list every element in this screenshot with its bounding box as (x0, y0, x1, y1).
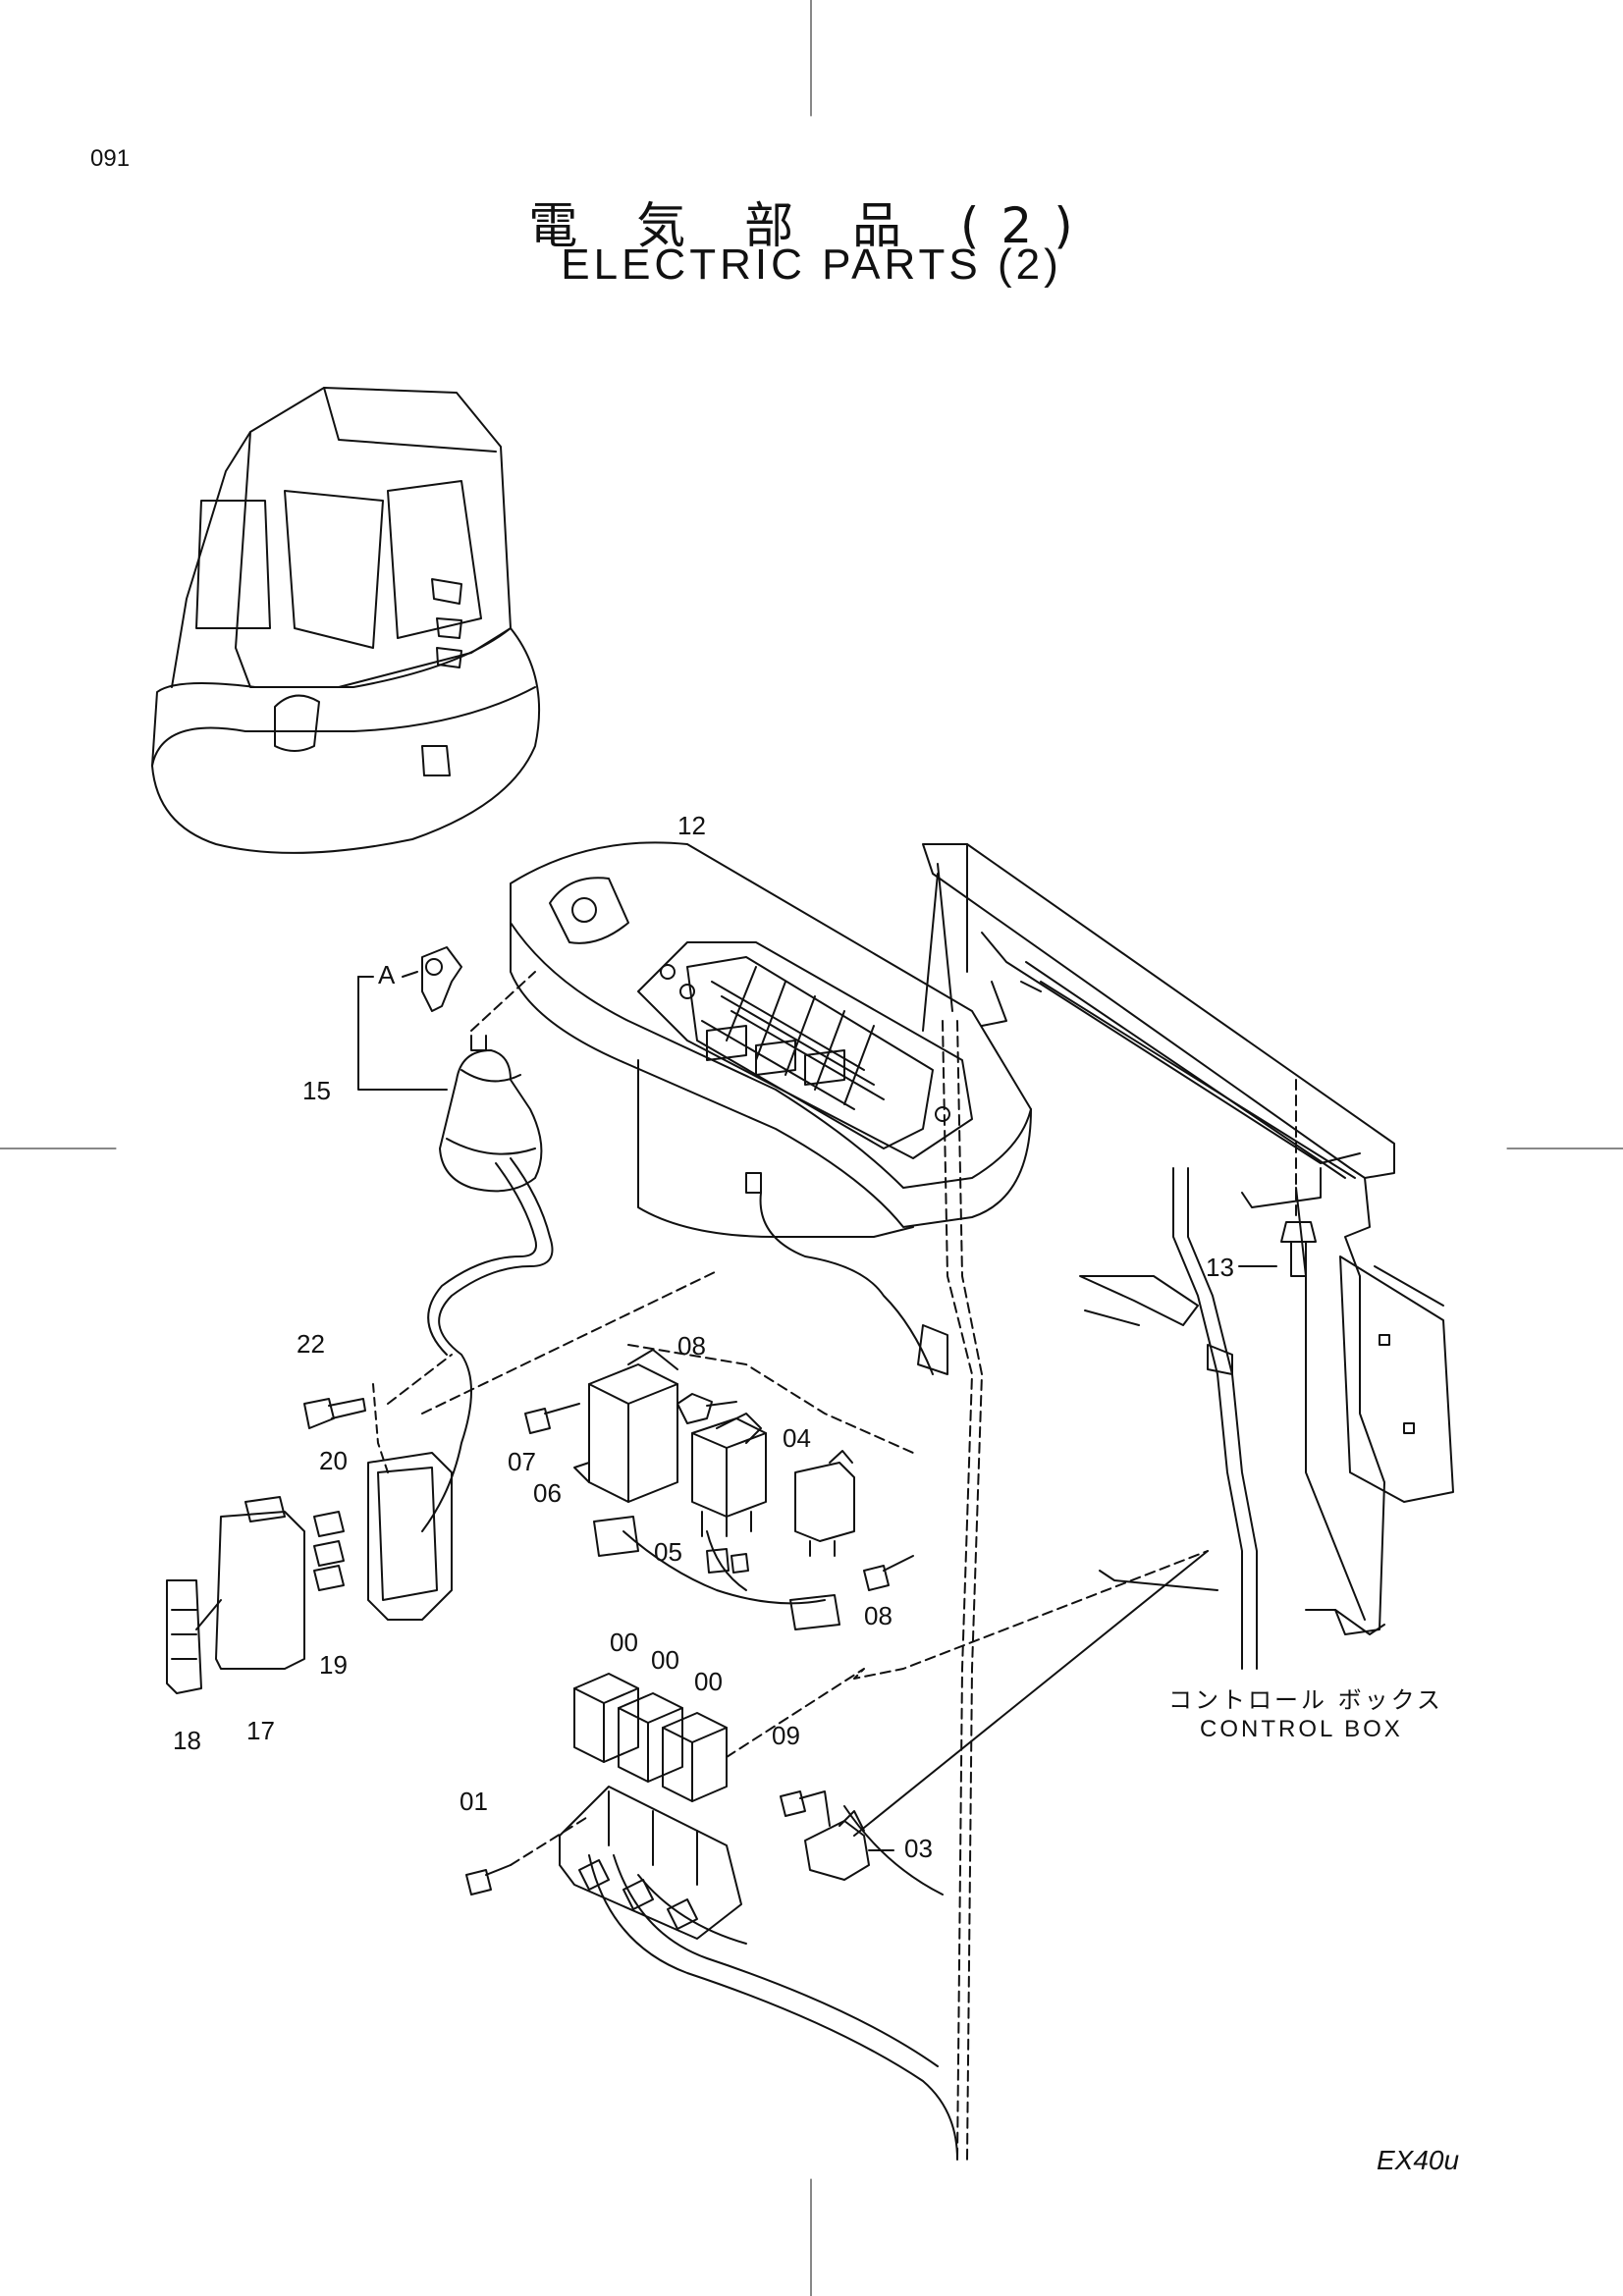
relay-group-upper (524, 1344, 914, 1630)
wiring-harness (421, 1157, 958, 2161)
callout-08-upper: 08 (677, 1331, 706, 1361)
callout-08-lower: 08 (864, 1601, 893, 1630)
model-name: EX40u (1377, 2145, 1460, 2175)
callout-a: A (378, 960, 396, 989)
callout-00-b: 00 (651, 1645, 679, 1675)
monitor-panel-12 (510, 841, 1032, 1238)
callout-06: 06 (533, 1478, 562, 1508)
callout-17: 17 (246, 1716, 275, 1745)
callout-03: 03 (904, 1834, 933, 1863)
excavator-cab-overview (151, 387, 541, 854)
fuse-box-area (166, 1270, 718, 1694)
callout-07: 07 (508, 1447, 536, 1476)
callout-22: 22 (297, 1329, 325, 1359)
callout-09: 09 (772, 1721, 800, 1750)
relay-group-lower (465, 1550, 1209, 1940)
control-box-frame (917, 843, 1454, 2161)
callout-12: 12 (677, 811, 706, 840)
callout-18: 18 (173, 1726, 201, 1755)
page-title: ELECTRIC PARTS (2) (561, 240, 1062, 289)
callout-13: 13 (1206, 1253, 1234, 1282)
callout-15: 15 (302, 1076, 331, 1105)
callout-00-c: 00 (694, 1667, 723, 1696)
callout-05: 05 (654, 1537, 682, 1567)
page-number: 091 (90, 145, 131, 172)
control-box-label: CONTROL BOX (1200, 1716, 1403, 1742)
callout-19: 19 (319, 1650, 348, 1680)
callout-00-a: 00 (610, 1628, 638, 1657)
callout-01: 01 (460, 1787, 488, 1816)
control-box-label-japanese: コントロール ボックス (1168, 1686, 1443, 1714)
callout-20: 20 (319, 1446, 348, 1475)
callout-04: 04 (783, 1423, 811, 1453)
key-and-switch-15 (357, 946, 543, 1193)
bolt-13 (1238, 1079, 1317, 1277)
page-title-japanese: 電 気 部 品 (2) (528, 197, 1095, 254)
